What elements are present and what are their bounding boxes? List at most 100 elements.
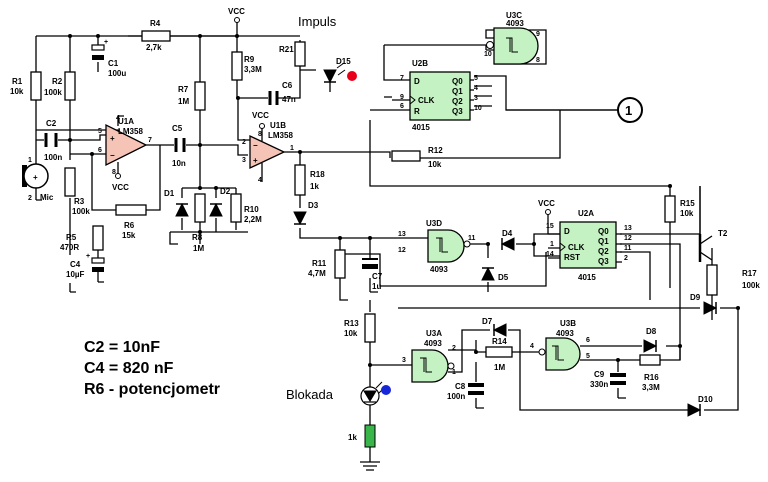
resistor-1k-label: 1k	[348, 433, 357, 442]
wires	[35, 18, 739, 462]
u2a-ref: U2A	[578, 209, 594, 218]
svg-text:+: +	[33, 173, 38, 182]
c9-ref: C9	[594, 370, 605, 379]
impuls-label: Impuls	[298, 14, 337, 29]
blokada-indicator: Blokada 1k	[286, 381, 391, 448]
r8-value: 1M	[193, 244, 204, 253]
resistors: R1 10k R2 100k R3 100k R4 2,7k R5 470R R…	[10, 19, 760, 392]
d4-label: D4	[502, 229, 513, 238]
r6-ref: R6	[124, 221, 135, 230]
u3c-pin8: 8	[536, 57, 540, 64]
r13-value: 10k	[344, 329, 358, 338]
r13-ref: R13	[344, 319, 359, 328]
transistor-t2: T2	[698, 229, 728, 262]
r4-ref: R4	[150, 19, 161, 28]
r15-value: 10k	[680, 209, 694, 218]
u3d-pin11: 11	[468, 235, 476, 242]
r8-ref: R8	[192, 233, 203, 242]
u3c-gate: U3C 4093 9 8 10	[484, 11, 540, 65]
t2-label: T2	[718, 229, 728, 238]
u2a-pin15: 15	[546, 223, 554, 230]
c7-value: 1u	[372, 282, 381, 291]
u3c-ref: U3C	[506, 11, 522, 20]
u2b-ref: U2B	[412, 59, 428, 68]
u2a-pin12: 12	[624, 235, 632, 242]
u2a-pin2: 2	[624, 255, 628, 262]
r9-value: 3,3M	[244, 65, 262, 74]
u3b-pin5: 5	[586, 353, 590, 360]
c2-ref: C2	[46, 119, 57, 128]
r2-value: 100k	[44, 88, 62, 97]
u3a-type: 4093	[424, 339, 442, 348]
u2b-pin-q0: Q0	[452, 77, 463, 86]
r21-ref: R21	[279, 45, 294, 54]
u2a-counter: U2A 4015 D CLK RST Q0 Q1 Q2 Q3 15 1 14 1…	[538, 199, 632, 282]
u2a-pin-rst: RST	[564, 253, 580, 262]
u2a-pin-q1: Q1	[598, 237, 609, 246]
u2b-pin-clk: CLK	[418, 96, 435, 105]
r16-ref: R16	[644, 373, 659, 382]
d8-label: D8	[646, 327, 657, 336]
u2b-pin-q1: Q1	[452, 87, 463, 96]
r15-ref: R15	[680, 199, 695, 208]
u1b-pin3: 3	[242, 157, 246, 164]
r18-value: 1k	[310, 182, 319, 191]
u3b-ref: U3B	[560, 319, 576, 328]
r16-value: 3,3M	[642, 383, 660, 392]
u1a-pin8: 8	[112, 169, 116, 176]
u1b-ref: U1B	[270, 121, 286, 130]
d2-label: D2	[220, 187, 231, 196]
connector-1: 1	[506, 97, 643, 123]
mic-pin2: 2	[28, 195, 32, 202]
u3a-pin1: 1	[452, 369, 456, 376]
diodes: D1 D2 D3 D4 D5 D7 D8 D9 D10	[164, 57, 718, 417]
c6-value: 47n	[282, 95, 296, 104]
power-symbols: VCC	[36, 7, 713, 471]
u2b-pin-q2: Q2	[452, 97, 463, 106]
u2a-pin-clk: CLK	[568, 243, 585, 252]
u2a-pin1: 1	[550, 241, 554, 248]
d15-label: D15	[336, 57, 351, 66]
u2a-pin-q3: Q3	[598, 257, 609, 266]
r14-value: 1M	[494, 363, 505, 372]
u2b-pin6: 6	[400, 103, 404, 110]
u1b-pin4: 4	[258, 177, 262, 184]
c1-value: 100u	[108, 69, 126, 78]
c8-value: 100n	[447, 392, 465, 401]
u2b-pin-d: D	[414, 77, 420, 86]
svg-text:+: +	[253, 156, 258, 165]
c2-value: 100n	[44, 153, 62, 162]
note-c4: C4 = 820 nF	[84, 360, 174, 377]
u2a-pin-d: D	[564, 227, 570, 236]
u2b-pin-r: R	[414, 107, 420, 116]
blokada-led	[381, 385, 391, 395]
r12-ref: R12	[428, 146, 443, 155]
resistor-1k	[364, 424, 376, 448]
c4-ref: C4	[70, 260, 81, 269]
r6-value: 15k	[122, 231, 136, 240]
u3a-ref: U3A	[426, 329, 442, 338]
d5-label: D5	[498, 273, 509, 282]
u3c-pin10: 10	[484, 51, 492, 58]
r7-ref: R7	[178, 85, 189, 94]
svg-text:+: +	[110, 134, 115, 143]
u3c-type: 4093	[506, 19, 524, 28]
u2a-pin11: 11	[624, 245, 632, 252]
u1b-vcc-label: VCC	[252, 111, 269, 120]
u1a-type: LM358	[118, 127, 143, 136]
c8-ref: C8	[455, 382, 466, 391]
r9-ref: R9	[244, 55, 255, 64]
u2a-pin14: 14	[546, 251, 554, 258]
notes: C2 = 10nF C4 = 820 nF R6 - potencjometr	[84, 339, 220, 398]
u2a-pin13: 13	[624, 225, 632, 232]
svg-text:−: −	[253, 141, 258, 150]
d1-label: D1	[164, 189, 175, 198]
u3a-gate: U3A 4093 3 2 1	[402, 329, 456, 383]
c6-ref: C6	[282, 81, 293, 90]
u2b-pin3: 3	[474, 95, 478, 102]
u2a-pin-q2: Q2	[598, 247, 609, 256]
svg-text:−: −	[110, 151, 115, 160]
c5-value: 10n	[172, 159, 186, 168]
u3c-pin9: 9	[536, 31, 540, 38]
u2b-pin-q3: Q3	[452, 107, 463, 116]
